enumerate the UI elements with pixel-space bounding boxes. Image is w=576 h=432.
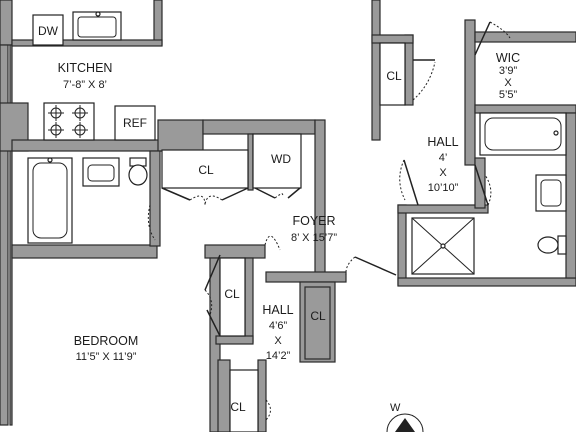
bathtub-icon bbox=[479, 112, 567, 156]
foyer-label: FOYER 8’ X 15’7” bbox=[291, 214, 337, 244]
bedroom-label: BEDROOM 11’5” X 11’9” bbox=[74, 334, 139, 363]
room-name: HALL bbox=[262, 303, 293, 317]
room-dimensions: 7’-8” X 8’ bbox=[63, 79, 107, 91]
room-dimension-x: X bbox=[504, 77, 512, 89]
left-bathroom-fixtures bbox=[27, 157, 148, 244]
room-name: WIC bbox=[496, 51, 520, 65]
closet-label: CL bbox=[230, 400, 246, 414]
room-dimension-x: X bbox=[439, 167, 447, 179]
closet-shapes bbox=[161, 42, 406, 432]
dishwasher-icon bbox=[32, 14, 64, 46]
room-name: FOYER bbox=[292, 214, 335, 228]
wic-label: WIC 3’9” X 5’5” bbox=[496, 51, 520, 101]
room-dimension-x: X bbox=[274, 335, 282, 347]
dw-label: DW bbox=[38, 24, 59, 38]
compass: W bbox=[386, 402, 424, 432]
compass-w-label: W bbox=[390, 402, 401, 414]
room-name: BEDROOM bbox=[74, 334, 139, 348]
refrigerator-icon bbox=[114, 105, 156, 141]
closet-label: CL bbox=[224, 287, 240, 301]
room-dimensions: 8’ X 15’7” bbox=[291, 232, 337, 244]
closet-label: CL bbox=[198, 163, 214, 177]
bathtub-icon bbox=[27, 157, 73, 244]
room-name: KITCHEN bbox=[58, 61, 113, 75]
upper-hall-label: HALL 4’ X 10’10” bbox=[427, 135, 458, 194]
wd-label: WD bbox=[271, 152, 291, 166]
kitchen-label: KITCHEN 7’-8” X 8’ bbox=[58, 61, 113, 91]
lower-hall-label: HALL 4’6” X 14’2” bbox=[262, 303, 293, 362]
room-dimension-2: 5’5” bbox=[499, 89, 518, 101]
room-dimension-1: 3’9” bbox=[499, 65, 518, 77]
kitchen-fixtures bbox=[32, 11, 156, 141]
room-dimensions: 11’5” X 11’9” bbox=[76, 351, 137, 363]
room-dimension-2: 14’2” bbox=[266, 350, 291, 362]
room-dimension-1: 4’6” bbox=[269, 320, 288, 332]
stove-icon bbox=[43, 102, 95, 141]
closet-label: CL bbox=[386, 69, 402, 83]
room-dimension-1: 4’ bbox=[439, 152, 448, 164]
doors bbox=[147, 21, 511, 421]
toilet-icon bbox=[557, 235, 567, 255]
closet-label: CL bbox=[310, 309, 326, 323]
burner-icon bbox=[48, 105, 88, 138]
room-dimension-2: 10’10” bbox=[428, 182, 459, 194]
room-name: HALL bbox=[427, 135, 458, 149]
ref-label: REF bbox=[123, 116, 147, 130]
right-bathroom-fixtures bbox=[411, 112, 567, 275]
